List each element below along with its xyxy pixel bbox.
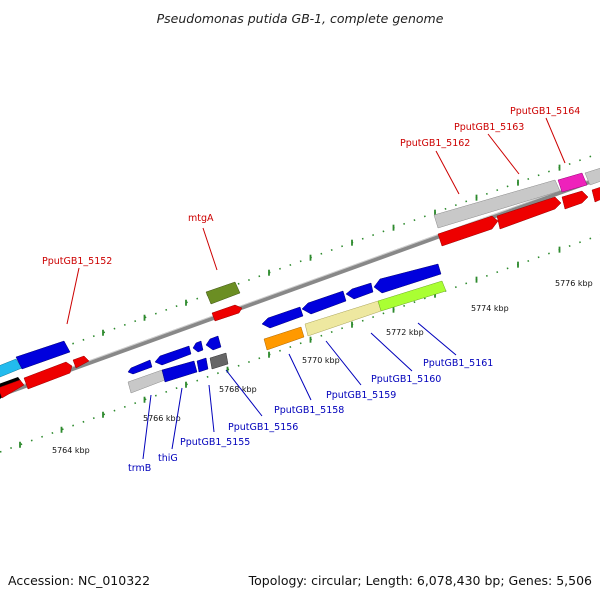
gene-reverse-lime[interactable]	[377, 280, 447, 312]
gene-reverse-blue[interactable]	[161, 360, 198, 383]
gene-forward-gray[interactable]	[584, 167, 600, 186]
gene-reverse-blue[interactable]	[196, 357, 209, 373]
scale-label-5766: 5766 kbp	[143, 414, 181, 423]
gene-forward-red[interactable]	[437, 215, 499, 247]
reverse-genes-row1	[127, 263, 442, 375]
gene-label-thiG[interactable]: thiG	[158, 453, 178, 464]
scale-label-5764: 5764 kbp	[52, 446, 90, 455]
genome-summary-text: Topology: circular; Length: 6,078,430 bp…	[248, 573, 592, 588]
gene-reverse-blue[interactable]	[345, 282, 374, 300]
gene-forward-red[interactable]	[561, 190, 589, 210]
reverse-leaders	[142, 322, 457, 460]
gene-forward-red[interactable]	[0, 379, 25, 399]
gene-reverse-blue[interactable]	[301, 290, 347, 315]
gene-reverse-blue[interactable]	[154, 345, 192, 366]
scale-label-5774: 5774 kbp	[471, 304, 509, 313]
gene-label-trmB[interactable]: trmB	[128, 463, 151, 474]
gene-label-PputGB1_5162[interactable]: PputGB1_5162	[400, 138, 470, 149]
gene-label-PputGB1_5163[interactable]: PputGB1_5163	[454, 122, 524, 133]
gene-forward-red[interactable]	[72, 355, 90, 369]
gene-forward-magenta[interactable]	[557, 172, 588, 193]
gene-reverse-blue[interactable]	[205, 335, 222, 351]
gene-label-PputGB1_5155[interactable]: PputGB1_5155	[180, 437, 250, 448]
forward-genes-row1	[0, 186, 600, 399]
gene-reverse-orange[interactable]	[263, 326, 305, 351]
gene-forward-red-mtga[interactable]	[211, 304, 243, 322]
scale-label-5776: 5776 kbp	[555, 279, 593, 288]
gene-forward-gray[interactable]	[433, 179, 561, 229]
backbone-highlight	[0, 175, 600, 394]
gene-reverse-blue[interactable]	[127, 359, 153, 375]
gene-forward-red[interactable]	[591, 186, 600, 203]
reverse-genes-row2	[127, 280, 447, 394]
upper-scale-line	[0, 152, 600, 371]
backbone-line	[0, 175, 600, 398]
gene-label-PputGB1_5152[interactable]: PputGB1_5152	[42, 256, 112, 267]
scale-label-5768: 5768 kbp	[219, 385, 257, 394]
gene-forward-red[interactable]	[23, 361, 73, 390]
gene-label-PputGB1_5160[interactable]: PputGB1_5160	[371, 374, 441, 385]
gene-forward-red[interactable]	[496, 196, 562, 230]
gene-label-PputGB1_5164[interactable]: PputGB1_5164	[510, 106, 580, 117]
scale-label-5770: 5770 kbp	[302, 356, 340, 365]
accession-text: Accession: NC_010322	[8, 573, 151, 588]
gene-reverse-darkgray[interactable]	[209, 352, 229, 370]
gene-label-PputGB1_5156[interactable]: PputGB1_5156	[228, 422, 298, 433]
map-title: Pseudomonas putida GB-1, complete genome	[157, 11, 444, 26]
forward-leaders	[66, 117, 566, 325]
gene-reverse-blue[interactable]	[373, 263, 442, 294]
gene-forward-blue[interactable]	[15, 340, 71, 370]
lower-scale-line	[0, 234, 600, 453]
gene-label-PputGB1_5161[interactable]: PputGB1_5161	[423, 358, 493, 369]
forward-genes-row2	[0, 167, 600, 378]
gene-reverse-blue[interactable]	[261, 306, 304, 329]
gene-label-mtgA[interactable]: mtgA	[188, 213, 214, 224]
gene-label-PputGB1_5159[interactable]: PputGB1_5159	[326, 390, 396, 401]
gene-forward-olive[interactable]	[205, 281, 241, 305]
gene-reverse-blue[interactable]	[192, 340, 204, 353]
scale-label-5772: 5772 kbp	[386, 328, 424, 337]
gene-label-PputGB1_5158[interactable]: PputGB1_5158	[274, 405, 344, 416]
